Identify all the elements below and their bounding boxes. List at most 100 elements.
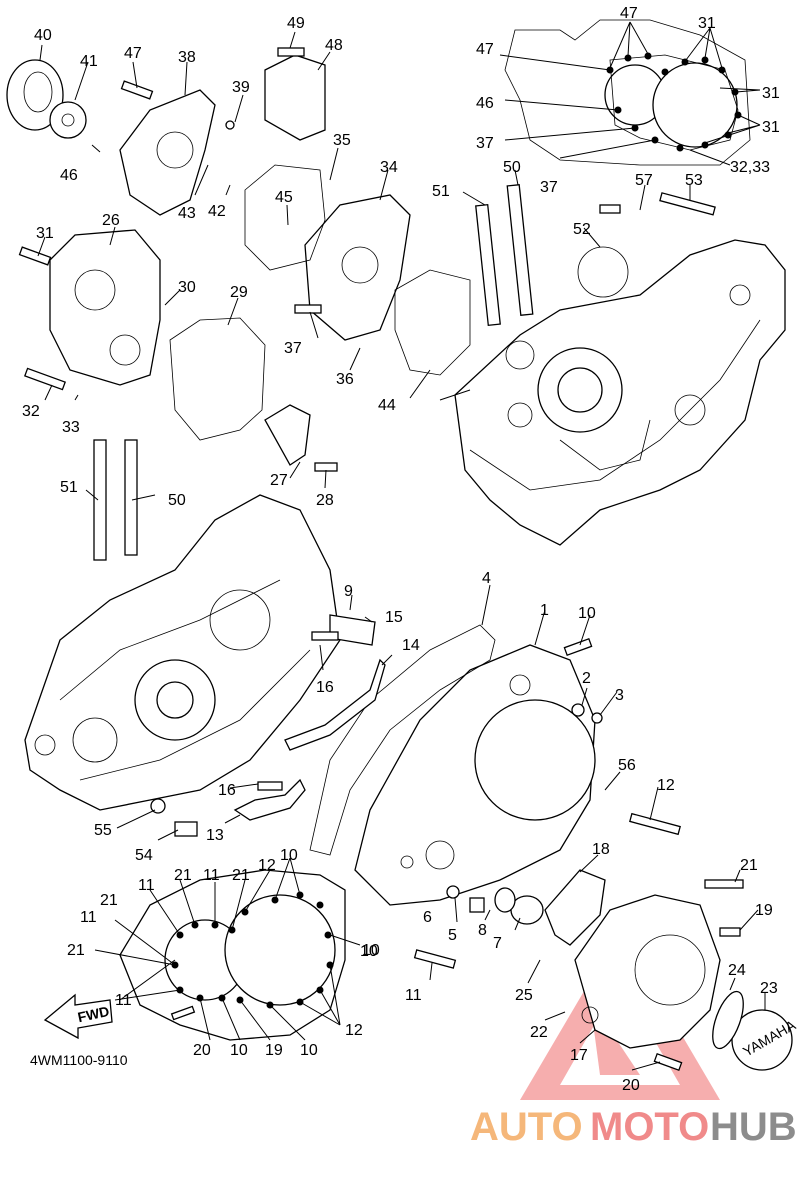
bolt-position-map <box>499 19 761 166</box>
callout-14: 14 <box>402 637 420 654</box>
forward-direction-arrow: FWD <box>43 993 113 1040</box>
callout-10-c: 10 <box>280 847 298 864</box>
callout-37-c: 37 <box>540 179 558 196</box>
callout-7: 7 <box>493 935 502 952</box>
cover-18 <box>544 869 606 946</box>
crankcase-gasket-4 <box>309 624 496 856</box>
callout-18: 18 <box>592 841 610 858</box>
callout-12-c: 12 <box>345 1022 363 1039</box>
callout-54: 54 <box>135 847 153 864</box>
callout-21-c: 21 <box>232 867 250 884</box>
callout-33: 33 <box>62 419 80 436</box>
callout-3: 3 <box>615 687 624 704</box>
oring-52 <box>577 246 629 298</box>
crankcase-right-assembly <box>454 239 786 546</box>
callout-31-b: 31 <box>698 15 716 32</box>
stud-bolts-upper <box>475 184 534 327</box>
callout-41: 41 <box>80 53 98 70</box>
watermark-text-moto: MOTO <box>590 1105 709 1149</box>
watermark-text-hub: HUB <box>710 1105 797 1149</box>
callout-11-d: 11 <box>405 987 422 1004</box>
callout-2: 2 <box>582 670 591 687</box>
cover-40 <box>6 59 64 131</box>
yamaha-cap: YAMAHA <box>731 1009 799 1071</box>
callout-1: 1 <box>540 602 549 619</box>
callout-21-a: 21 <box>740 857 758 874</box>
callout-50-b: 50 <box>168 492 186 509</box>
callout-31-c: 31 <box>762 85 780 102</box>
watermark-text-auto: AUTO <box>470 1105 583 1149</box>
callout-47-c: 47 <box>476 41 494 58</box>
callout-47-b: 47 <box>620 5 638 22</box>
callout-10-e: 10 <box>300 1042 318 1059</box>
callout-44: 44 <box>378 397 396 414</box>
callout-19-b: 19 <box>265 1042 283 1059</box>
callout-21-b: 21 <box>174 867 192 884</box>
callout-11-a: 11 <box>138 877 155 894</box>
callout-43: 43 <box>178 205 196 222</box>
callout-10-f: 10 <box>360 943 378 960</box>
outer-cover-bottom-left <box>94 857 361 1041</box>
small-bolts <box>18 47 744 1072</box>
callout-26: 26 <box>102 212 120 229</box>
callout-47-a: 47 <box>124 45 142 62</box>
callout-31-d: 31 <box>762 119 780 136</box>
callout-37-b: 37 <box>476 135 494 152</box>
callout-15: 15 <box>385 609 403 626</box>
callout-46-b: 46 <box>476 95 494 112</box>
callout-42: 42 <box>208 203 226 220</box>
gasket-35 <box>244 164 326 271</box>
oil-seal-24 <box>712 990 744 1050</box>
callout-55: 55 <box>94 822 112 839</box>
callout-12-b: 12 <box>258 857 276 874</box>
callout-16-b: 16 <box>218 782 236 799</box>
fwd-arrow-label: FWD <box>76 1003 111 1025</box>
callout-17: 17 <box>570 1047 588 1064</box>
callout-51-a: 51 <box>432 183 450 200</box>
callout-45: 45 <box>275 189 293 206</box>
leader-lines <box>37 31 766 1071</box>
callout-53: 53 <box>685 172 703 189</box>
plates-13-14-15 <box>233 614 386 821</box>
callout-10-a: 10 <box>578 605 596 622</box>
callout-20-b: 20 <box>622 1077 640 1094</box>
rotor-41 <box>49 101 87 139</box>
callout-57: 57 <box>635 172 653 189</box>
callout-51-b: 51 <box>60 479 78 496</box>
callout-27: 27 <box>270 472 288 489</box>
callout-21-d: 21 <box>100 892 118 909</box>
callout-labels: 40 41 47 38 39 49 48 35 34 45 43 42 46 3… <box>22 5 780 1094</box>
callout-12-a: 12 <box>657 777 675 794</box>
callout-10-b: 10 <box>362 942 380 959</box>
callout-19-a: 19 <box>755 902 773 919</box>
callout-11-b: 11 <box>203 867 220 884</box>
stud-bolts-lower <box>93 439 138 561</box>
callout-23: 23 <box>760 980 778 997</box>
callout-50-a: 50 <box>503 159 521 176</box>
callout-11-e: 11 <box>115 992 132 1009</box>
callout-38: 38 <box>178 49 196 66</box>
callout-24: 24 <box>728 962 746 979</box>
clutch-cover-bottom-right <box>574 894 721 1049</box>
callout-8: 8 <box>478 922 487 939</box>
callout-40: 40 <box>34 27 52 44</box>
bracket-48 <box>264 54 326 141</box>
callout-5: 5 <box>448 927 457 944</box>
callout-16-a: 16 <box>316 679 334 696</box>
callout-11-c: 11 <box>80 909 97 926</box>
callout-52: 52 <box>573 221 591 238</box>
callout-32-33: 32,33 <box>730 159 770 176</box>
callout-30: 30 <box>178 279 196 296</box>
callout-10-d: 10 <box>230 1042 248 1059</box>
gasket-29 <box>169 317 266 441</box>
callout-35: 35 <box>333 132 351 149</box>
callout-48: 48 <box>325 37 343 54</box>
bracket-27 <box>264 404 311 466</box>
callout-4: 4 <box>482 570 491 587</box>
callout-29: 29 <box>230 284 248 301</box>
callout-32: 32 <box>22 403 40 420</box>
callout-9: 9 <box>344 583 353 600</box>
crankcase-cover-right <box>354 644 596 906</box>
cover-34 <box>304 194 411 341</box>
